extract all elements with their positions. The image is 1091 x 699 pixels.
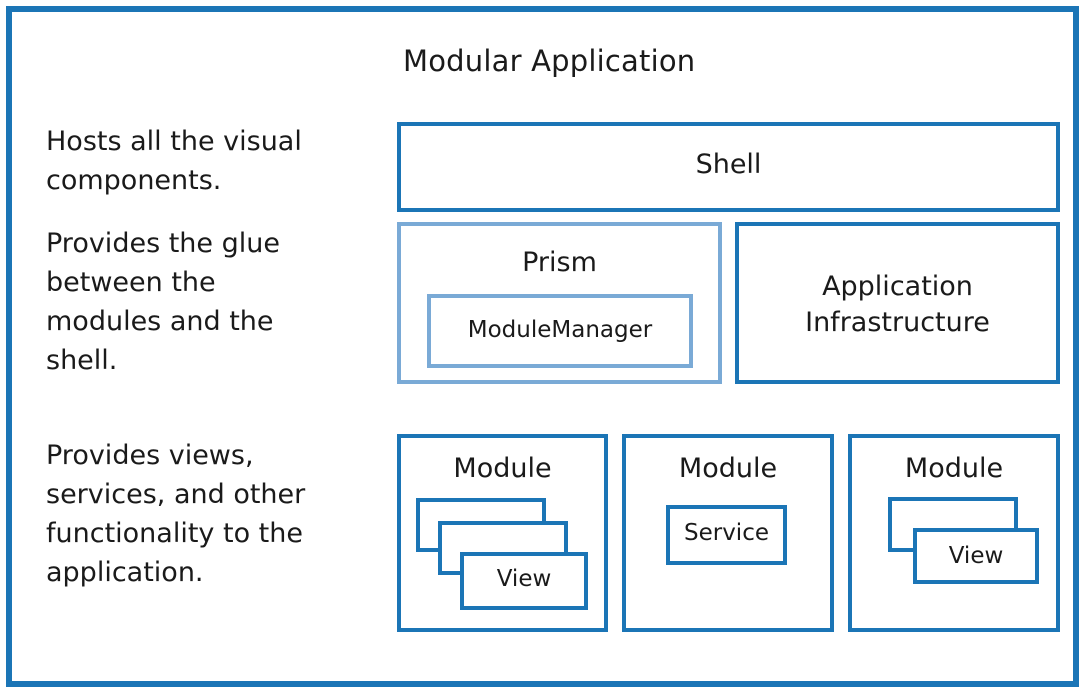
- module-label: Module: [678, 453, 778, 484]
- diagram-title: Modular Application: [403, 44, 696, 78]
- view-label: View: [948, 543, 1004, 569]
- view-box: [913, 528, 1039, 584]
- description-shell: Hosts all the visual components.: [46, 126, 302, 196]
- description-modules: Provides views, services, and other func…: [46, 440, 306, 588]
- service-label: Service: [683, 520, 769, 546]
- infrastructure-box: [735, 222, 1060, 384]
- module-label: Module: [453, 453, 552, 484]
- module-manager-box: [427, 294, 693, 368]
- prism-label: Prism: [522, 247, 597, 278]
- shell-box: [397, 122, 1060, 212]
- diagram-frame: [6, 6, 1079, 687]
- description-prism: Provides the glue between the modules an…: [46, 228, 280, 376]
- module-manager-label: ModuleManager: [467, 317, 653, 343]
- shell-label: Shell: [695, 149, 762, 180]
- view-box: [460, 552, 588, 610]
- view-label: View: [496, 566, 552, 592]
- service-box: [666, 505, 787, 565]
- module-label: Module: [904, 453, 1004, 484]
- infrastructure-label: Application Infrastructure: [805, 271, 990, 338]
